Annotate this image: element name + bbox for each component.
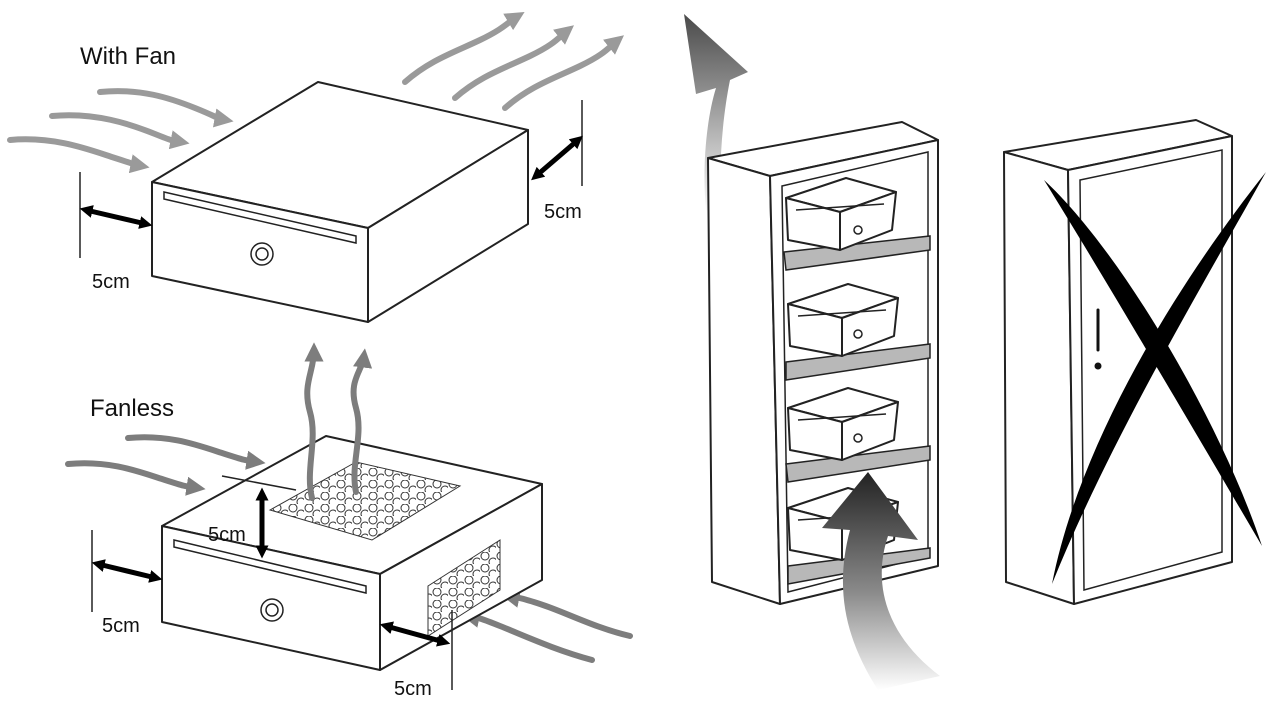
exclamation-icon — [1094, 308, 1102, 370]
fanless-clearance-label-left: 5cm — [102, 615, 140, 637]
box-side-face — [367, 129, 529, 323]
clearance-guide-top — [221, 475, 297, 491]
closed-cabinet-side-panel — [1003, 151, 1075, 605]
power-button-inner — [255, 247, 269, 261]
closed-cabinet-door-inset — [1079, 149, 1223, 591]
airflow-out-arrow-2 — [452, 25, 574, 101]
disc-slot — [163, 191, 357, 244]
stacked-unit-1 — [785, 177, 897, 251]
fanless-clearance-arrow-left — [91, 559, 163, 583]
with-fan-box — [151, 81, 529, 323]
shelf-1 — [783, 235, 931, 271]
fanless-airflow-out — [304, 342, 373, 501]
with-fan-airflow-out — [402, 12, 624, 111]
fanless-power-button — [260, 598, 284, 622]
fanless-airflow-in-arrow-3 — [500, 588, 633, 639]
fanless-heat-arrow-1 — [304, 342, 324, 501]
closed-cabinet — [1003, 119, 1266, 605]
clearance-label-top: 5cm — [208, 524, 246, 546]
fanless-clearance-arrow-right — [379, 621, 451, 647]
shelf-3 — [785, 445, 931, 483]
fanless-heat-arrow-2 — [350, 348, 373, 495]
cool-air-intake-arrow — [822, 472, 940, 690]
stacked-unit-2 — [787, 283, 899, 357]
fanless-power-button-inner — [265, 603, 279, 617]
fanless-title: Fanless — [90, 395, 174, 422]
open-shelf-cabinet — [684, 14, 940, 690]
clearance-arrow-right — [531, 135, 583, 181]
airflow-in-arrow-1 — [97, 88, 234, 128]
hot-air-exhaust-arrow — [684, 14, 748, 215]
fanless-airflow-in — [65, 434, 633, 663]
shelf-2 — [785, 343, 931, 381]
fanless-airflow-in-arrow-4 — [460, 608, 595, 663]
airflow-in-arrow-3 — [7, 136, 150, 174]
fanless-disc-slot — [173, 539, 367, 594]
clearance-label-right: 5cm — [544, 201, 582, 223]
fanless-clearance-label-right: 5cm — [394, 678, 432, 700]
with-fan-section: With Fan 5cm 5cm — [7, 12, 624, 323]
clearance-label-left: 5cm — [92, 271, 130, 293]
fanless-airflow-in-arrow-1 — [125, 434, 266, 470]
airflow-out-arrow-3 — [502, 35, 624, 111]
with-fan-airflow-in — [7, 88, 234, 174]
stacked-unit-3 — [787, 387, 899, 461]
airflow-out-arrow-1 — [402, 12, 525, 85]
top-vent-grille — [268, 461, 462, 541]
side-vent-grille — [427, 539, 501, 637]
with-fan-title: With Fan — [80, 43, 176, 70]
fanless-section: Fanless 5cm 5cm 5cm — [65, 342, 633, 700]
clearance-arrow-left — [79, 205, 153, 229]
cabinet-side-panel — [707, 157, 781, 605]
fanless-airflow-in-arrow-2 — [65, 460, 206, 496]
airflow-in-arrow-2 — [49, 112, 190, 150]
power-button — [250, 242, 274, 266]
